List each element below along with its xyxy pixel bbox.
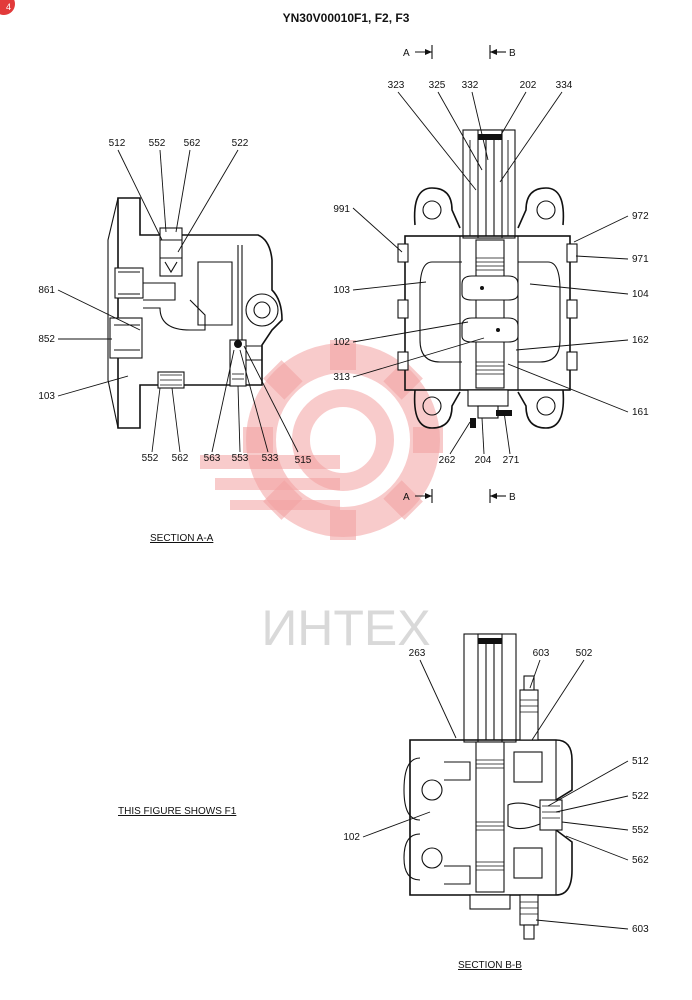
label-aa-861: 861 [38, 285, 55, 296]
corner-badge: 4 [0, 0, 15, 15]
label-c-162: 162 [632, 335, 649, 346]
label-bb-603-bottom: 603 [632, 924, 649, 935]
watermark-text: ИНТЕХ [261, 600, 430, 656]
label-aa-515: 515 [295, 455, 312, 466]
label-c-271: 271 [503, 455, 520, 466]
cut-marker-b-bottom: B [509, 492, 516, 503]
label-c-161: 161 [632, 407, 649, 418]
label-c-262: 262 [439, 455, 456, 466]
label-aa-512: 512 [109, 138, 126, 149]
diagram-title: YN30V00010F1, F2, F3 [283, 11, 410, 25]
corner-badge-text: 4 [6, 2, 11, 12]
label-c-971: 971 [632, 254, 649, 265]
label-bb-512: 512 [632, 756, 649, 767]
label-aa-522: 522 [232, 138, 249, 149]
label-c-104: 104 [632, 289, 649, 300]
label-aa-552-bottom: 552 [142, 453, 159, 464]
cut-marker-b-top: B [509, 48, 516, 59]
label-c-313: 313 [333, 372, 350, 383]
label-bb-522: 522 [632, 791, 649, 802]
label-c-202: 202 [520, 80, 537, 91]
label-c-204: 204 [475, 455, 492, 466]
label-c-323: 323 [388, 80, 405, 91]
label-aa-852: 852 [38, 334, 55, 345]
label-bb-552: 552 [632, 825, 649, 836]
section-bb-drawing [403, 633, 573, 940]
label-bb-102: 102 [343, 832, 360, 843]
section-bb-caption: SECTION B-B [458, 960, 522, 971]
label-aa-552-top: 552 [149, 138, 166, 149]
label-aa-533: 533 [262, 453, 279, 464]
label-aa-103: 103 [38, 391, 55, 402]
label-bb-263: 263 [409, 648, 426, 659]
label-c-325: 325 [429, 80, 446, 91]
label-c-102: 102 [333, 337, 350, 348]
cut-marker-a-bottom: A [403, 492, 410, 503]
label-bb-502: 502 [576, 648, 593, 659]
label-bb-562: 562 [632, 855, 649, 866]
label-bb-603-top: 603 [533, 648, 550, 659]
label-aa-553: 553 [232, 453, 249, 464]
section-aa-labels: 512 552 562 522 861 852 103 552 562 563 … [38, 138, 311, 544]
label-c-332: 332 [462, 80, 479, 91]
section-aa-caption: SECTION A-A [150, 533, 214, 544]
label-c-334: 334 [556, 80, 573, 91]
section-aa-drawing [107, 197, 283, 429]
watermark-gear-logo [200, 340, 443, 540]
label-c-103: 103 [333, 285, 350, 296]
label-c-991: 991 [333, 204, 350, 215]
label-aa-563: 563 [204, 453, 221, 464]
center-view-labels: 323 325 332 202 334 991 972 971 103 104 … [333, 80, 649, 466]
figure-note: THIS FIGURE SHOWS F1 [118, 806, 237, 817]
label-c-972: 972 [632, 211, 649, 222]
label-aa-562-top: 562 [184, 138, 201, 149]
cut-marker-a-top: A [403, 48, 410, 59]
label-aa-562-bottom: 562 [172, 453, 189, 464]
section-bb-labels: 263 603 502 512 522 552 562 102 603 SECT… [343, 648, 649, 971]
